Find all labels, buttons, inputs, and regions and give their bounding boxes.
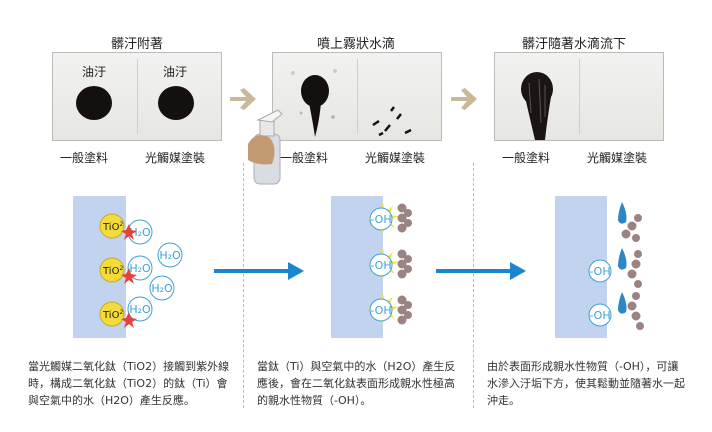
separator-2 [473,163,474,408]
tio2-label: TiO2 [102,265,123,277]
oil-stain-left [301,75,329,107]
oh-label: -OH [370,213,391,226]
description-line: 由於表面形成親水性物質（-OH），可讓 [487,360,679,373]
h2o-label: H₂O [129,262,151,275]
description-line: 當鈦（Ti）與空氣中的水（H2O）產生反 [257,360,456,373]
step-2-caption-photocatalyst: 光觸媒塗裝 [365,151,426,165]
arrow-right-icon [214,262,304,280]
dirt-particles [621,214,644,330]
arrow-right-icon [451,88,477,110]
description-line: 沖走。 [487,394,520,407]
dirt-particles [397,203,412,325]
tio2-reaction-diagram: H₂O H₂O H₂O H₂O H₂O TiO2 TiO2 TiO2 [99,213,183,328]
step-1-title: 髒汙附著 [110,37,163,52]
dirt-washing-diagram: -OH -OH [588,202,644,330]
oh-label: -OH [370,259,391,272]
photo-divider [137,59,138,134]
description-line: 的親水性物質（-OH）。 [257,394,372,407]
step-2-caption-normal: 一般塗料 [280,151,329,165]
photo-dirt-washed [494,52,664,141]
oh-label: -OH [370,304,391,317]
oil-stains-wet [291,69,412,137]
oil-stains [76,86,194,120]
photo-divider [357,59,358,134]
h2o-label: H₂O [129,226,151,239]
oil-stains-washed [521,72,553,140]
photo-divider [579,59,580,134]
oh-molecule [369,207,393,322]
step-3-caption-normal: 一般塗料 [502,151,551,165]
description-line: 時，構成二氧化鈦（TiO2）的鈦（Ti）會 [28,377,228,390]
step-3-title: 髒汙隨著水滴流下 [521,37,626,52]
h2o-label: H₂O [159,249,181,262]
oil-stain-left [76,86,112,120]
description-line: 應後，會在二氧化鈦表面形成親水性極高 [257,377,455,390]
tio2-label: TiO2 [102,221,123,233]
tio2-label: TiO2 [102,309,123,321]
h2o-label: H₂O [151,282,173,295]
description-line: 與空氣中的水（H2O）產生反應。 [28,394,195,407]
arrow-right-icon [230,88,256,110]
hydrophilic-formation-diagram: -OH -OH -OH [367,202,412,325]
photo-dirt-attached: 油汙 油汙 [52,52,222,141]
spray-bottle-icon [248,109,283,185]
description-3: 由於表面形成親水性物質（-OH），可讓 水滲入汙垢下方，使其鬆動並隨著水一起 沖… [487,358,707,409]
oh-molecule [588,259,612,327]
step-1-caption-photocatalyst: 光觸媒塗裝 [145,151,206,165]
oh-label: -OH [589,309,610,322]
tio2-particle [99,213,125,327]
description-2: 當鈦（Ti）與空氣中的水（H2O）產生反 應後，會在二氧化鈦表面形成親水性極高 … [257,358,473,409]
oil-stain-right [158,86,194,120]
photo-label-left: 油汙 [82,65,107,79]
h2o-label: H₂O [129,303,151,316]
photo-label-right: 油汙 [163,65,188,79]
water-drop-icon [618,202,627,314]
description-1: 當光觸媒二氧化鈦（TiO2）接觸到紫外線 時，構成二氧化鈦（TiO2）的鈦（Ti… [28,358,246,409]
step-1-caption-normal: 一般塗料 [60,151,109,165]
h2o-molecule [127,219,183,322]
photo-water-spray [272,52,442,141]
separator-1 [243,163,244,408]
step-3-caption-photocatalyst: 光觸媒塗裝 [587,151,648,165]
step-2-title: 噴上霧狀水滴 [316,37,395,52]
description-line: 水滲入汙垢下方，使其鬆動並隨著水一起 [487,377,685,390]
uv-star-icon [121,224,137,328]
description-line: 當光觸媒二氧化鈦（TiO2）接觸到紫外線 [28,360,230,373]
arrow-right-icon [436,262,526,280]
oh-label: -OH [589,265,610,278]
